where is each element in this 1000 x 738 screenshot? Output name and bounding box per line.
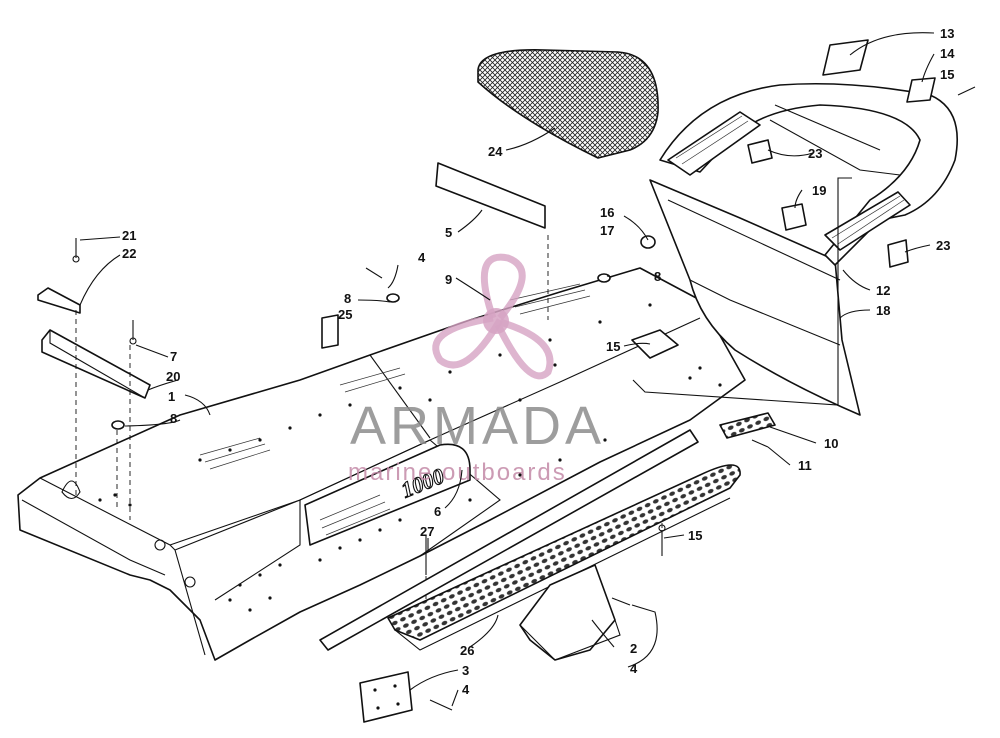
- side-decal: 1000: [304, 443, 471, 546]
- end-cap: [719, 412, 776, 439]
- callout-23-right: 23: [936, 238, 950, 253]
- callout-27: 27: [420, 524, 434, 539]
- mount-plate: [359, 671, 413, 723]
- decal-small: [906, 77, 936, 103]
- callout-14: 14: [940, 46, 955, 61]
- callout-15-top: 15: [940, 67, 954, 82]
- callout-24: 24: [488, 144, 503, 159]
- callout-3: 3: [462, 663, 469, 678]
- small-decal: [321, 314, 339, 349]
- running-board-bracket: [519, 564, 616, 661]
- callout-9: 9: [445, 272, 452, 287]
- callout-13: 13: [940, 26, 954, 41]
- callout-6: 6: [434, 504, 441, 519]
- callout-25: 25: [338, 307, 352, 322]
- watermark: ARMADA marine outboards: [348, 253, 605, 486]
- callout-7: 7: [170, 349, 177, 364]
- front-plate: [37, 287, 81, 314]
- clip-right: [887, 239, 909, 268]
- callout-26: 26: [460, 643, 474, 658]
- leader-lines: [79, 32, 935, 707]
- running-board: [387, 464, 741, 651]
- callout-8-right: 8: [654, 269, 661, 284]
- callout-4-right: 4: [630, 661, 638, 676]
- callout-23-upper: 23: [808, 146, 822, 161]
- callout-10: 10: [824, 436, 838, 451]
- callout-5: 5: [445, 225, 452, 240]
- callout-15-bottom: 15: [688, 528, 702, 543]
- rear-bumper: [649, 179, 861, 416]
- running-board-tube: [319, 429, 699, 651]
- callout-1: 1: [168, 389, 175, 404]
- propeller-logo: [432, 253, 554, 380]
- callout-18: 18: [876, 303, 890, 318]
- callout-4-bottom: 4: [462, 682, 470, 697]
- rear-grab-bar: [659, 82, 958, 266]
- callout-8-mid: 8: [344, 291, 351, 306]
- callout-4-top: 4: [418, 250, 426, 265]
- callout-8-left: 8: [170, 411, 177, 426]
- callout-19: 19: [812, 183, 826, 198]
- watermark-subtitle: marine outboards: [348, 459, 567, 486]
- latch: [631, 329, 679, 359]
- clip-upper: [747, 139, 773, 164]
- tunnel: [17, 267, 746, 661]
- panel-strip: [435, 162, 546, 229]
- decal-large: [822, 39, 869, 76]
- callout-15-mid: 15: [606, 339, 620, 354]
- callout-16: 16: [600, 205, 614, 220]
- callout-17: 17: [600, 223, 614, 238]
- callout-11: 11: [798, 458, 812, 473]
- watermark-title: ARMADA: [350, 396, 605, 456]
- clip-mid: [781, 203, 807, 231]
- callout-2: 2: [630, 641, 637, 656]
- seat-pad: [477, 49, 659, 159]
- callout-21: 21: [122, 228, 136, 243]
- callout-12: 12: [876, 283, 890, 298]
- callout-22: 22: [122, 246, 136, 261]
- callout-labels: 1 2 3 4 4 4 5 6 7 8 8 8 9 10 11 12 13 14…: [122, 26, 955, 697]
- front-bracket: [41, 329, 151, 399]
- callout-20: 20: [166, 369, 180, 384]
